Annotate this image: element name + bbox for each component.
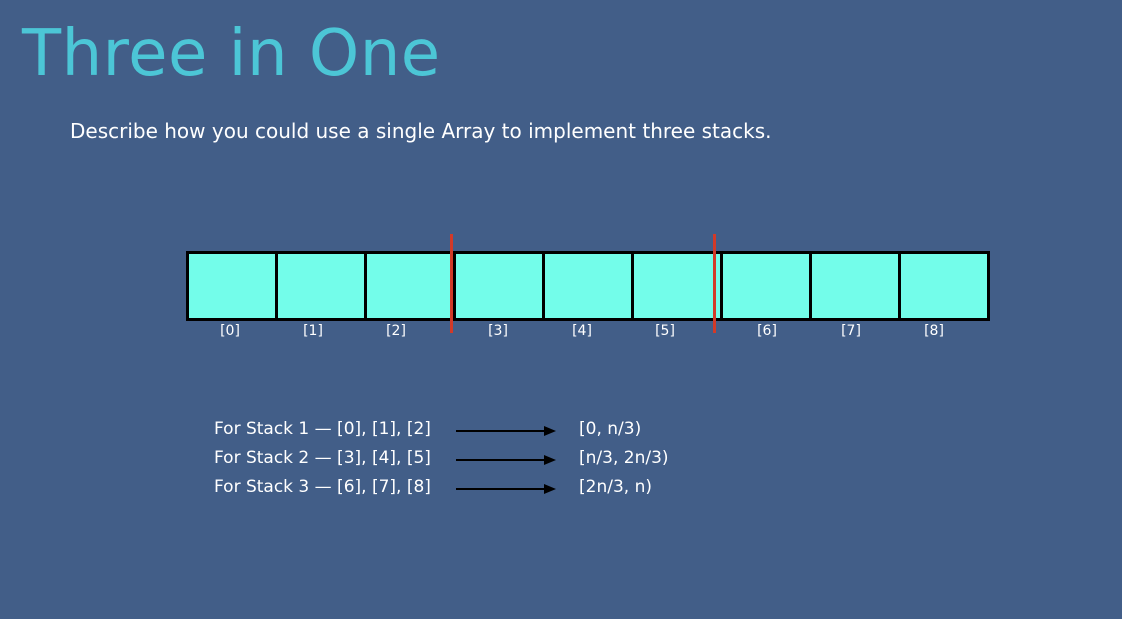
index-label: [3] — [488, 323, 508, 339]
array-cell — [367, 254, 456, 318]
array-cell — [278, 254, 367, 318]
mapping-range: [n/3, 2n/3) — [579, 448, 669, 468]
right-arrow-icon — [456, 426, 556, 436]
index-label: [6] — [757, 323, 777, 339]
mapping-row: For Stack 2 — [3], [4], [5] [n/3, 2n/3) — [214, 448, 714, 477]
mapping-range: [2n/3, n) — [579, 477, 652, 497]
array-cell — [634, 254, 723, 318]
mapping-label: For Stack 1 — [0], [1], [2] — [214, 419, 431, 439]
mapping-row: For Stack 3 — [6], [7], [8] [2n/3, n) — [214, 477, 714, 506]
index-label: [1] — [303, 323, 323, 339]
slide-subtitle: Describe how you could use a single Arra… — [70, 119, 772, 143]
array-cell — [723, 254, 812, 318]
mapping-label: For Stack 2 — [3], [4], [5] — [214, 448, 431, 468]
stack-divider-2 — [713, 234, 716, 333]
stack-mapping: For Stack 1 — [0], [1], [2] [0, n/3) For… — [214, 419, 714, 506]
array-cell — [545, 254, 634, 318]
right-arrow-icon — [456, 484, 556, 494]
right-arrow-icon — [456, 455, 556, 465]
mapping-label: For Stack 3 — [6], [7], [8] — [214, 477, 431, 497]
array-cell — [456, 254, 545, 318]
slide-title: Three in One — [22, 17, 441, 91]
index-label: [2] — [386, 323, 406, 339]
array-diagram: [0] [1] [2] [3] [4] [5] [6] [7] [8] — [186, 234, 990, 354]
array-index-labels: [0] [1] [2] [3] [4] [5] [6] [7] [8] — [186, 323, 982, 343]
index-label: [5] — [655, 323, 675, 339]
index-label: [7] — [841, 323, 861, 339]
array-cell — [901, 254, 987, 318]
array-cell — [189, 254, 278, 318]
mapping-row: For Stack 1 — [0], [1], [2] [0, n/3) — [214, 419, 714, 448]
index-label: [8] — [924, 323, 944, 339]
array-cell — [812, 254, 901, 318]
index-label: [4] — [572, 323, 592, 339]
array-cells — [186, 251, 990, 321]
stack-divider-1 — [450, 234, 453, 333]
index-label: [0] — [220, 323, 240, 339]
mapping-range: [0, n/3) — [579, 419, 642, 439]
